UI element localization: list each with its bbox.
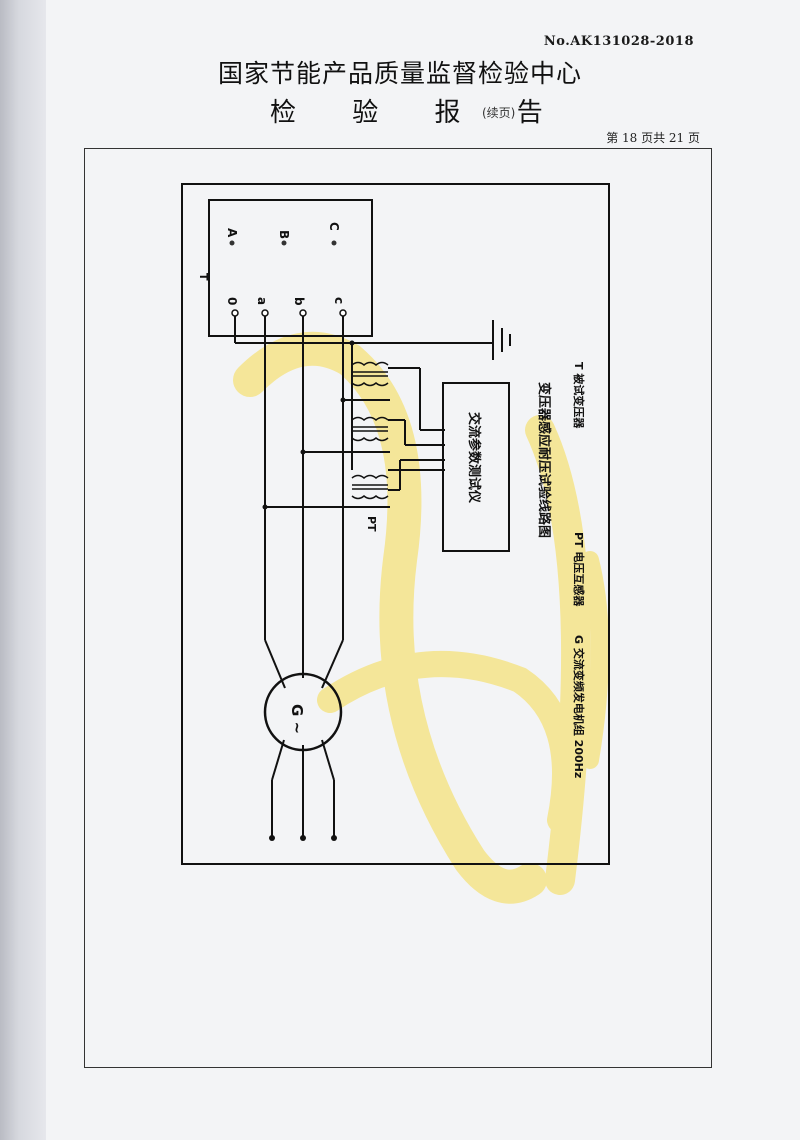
terminal-A-label: A [225,228,239,238]
scan-binding-edge [0,0,46,1140]
diagram-frame [181,183,610,865]
terminal-0-label: 0 [225,297,239,305]
pt-coil-3 [351,474,389,500]
watermark-logo [233,331,609,904]
ac-parameter-tester-box [442,382,510,552]
terminal-B-label: B [277,230,291,239]
circuit-wires [234,313,511,838]
terminal-C-dot [331,240,337,246]
legend-transformer: T 被试变压器 [572,362,586,429]
page-number: 第 18 页共 21 页 [606,131,700,145]
generator-symbol [263,672,343,752]
pt-transformers [351,361,389,500]
terminal-C-label: C [327,222,341,231]
pt-label: PT [365,516,378,532]
transformer-label: T [197,273,210,281]
terminal-a-label: a [255,297,269,305]
terminal-nodes [231,309,347,317]
pt-coil-2 [351,416,389,442]
legend-generator: G 交流变频发电机组 200Hz [572,635,586,778]
pt-coil-1 [351,361,389,387]
report-title-note: (续页) [482,106,516,120]
junction-dots [262,340,355,841]
page-frame [84,148,712,1068]
report-page [46,0,800,1140]
terminal-c-label: c [332,297,346,304]
transformer-box [208,199,373,337]
legend-pt: PT 电压互感器 [572,532,586,607]
document-number: No.AK131028-2018 [543,34,694,49]
terminal-A-dot [229,240,235,246]
diagram-caption-title: 变压器感应耐压试验线路图 [536,382,552,538]
report-institution-title: 国家节能产品质量监督检验中心 [217,59,582,88]
report-title: 检 验 报 告 [270,98,567,128]
terminal-B-dot [281,240,287,246]
terminal-b-label: b [292,297,306,306]
generator-label: G ~ [288,704,306,734]
instrument-label: 交流参数测试仪 [466,412,482,504]
